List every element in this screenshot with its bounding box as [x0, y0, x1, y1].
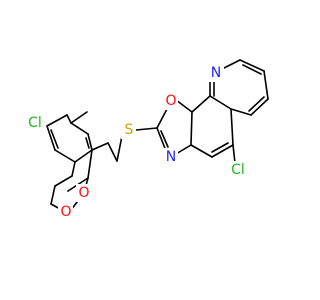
- oxygen-atom-label: O: [60, 204, 71, 220]
- chlorine-atom-label: Cl: [231, 162, 245, 178]
- atom-labels: Cl O O S O N N Cl: [22, 64, 249, 221]
- oxygen-atom-label: O: [78, 185, 89, 201]
- oxygen-atom-label: O: [165, 93, 176, 109]
- nitrogen-atom-label: N: [211, 65, 221, 81]
- molecule-structure: Cl O O S O N N Cl: [22, 59, 269, 221]
- nitrogen-atom-label: N: [166, 149, 176, 165]
- chlorine-atom-label: Cl: [28, 115, 42, 131]
- sulfur-atom-label: S: [125, 122, 134, 138]
- bond-layer: [46, 59, 269, 211]
